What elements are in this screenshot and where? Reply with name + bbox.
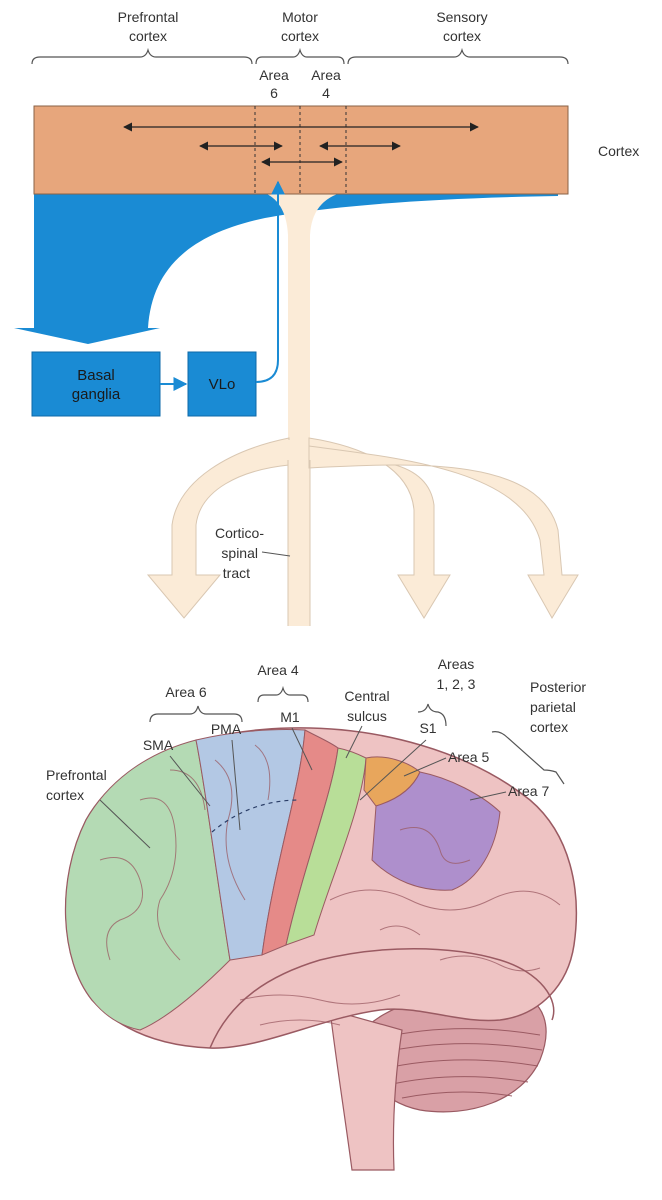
sensory-header-line2: cortex	[443, 28, 481, 44]
label-leader-lines	[99, 725, 507, 849]
corticospinal-tract	[146, 192, 579, 626]
areas123-label-line1: Areas	[438, 656, 475, 672]
motor-header-line1: Motor	[282, 9, 318, 25]
basal-ganglia-label-line1: Basal	[77, 367, 115, 384]
central-sulcus-label-line2: sulcus	[347, 708, 387, 724]
prefrontal-label-line1: Prefrontal	[46, 767, 107, 783]
central-sulcus-label-line1: Central	[344, 688, 389, 704]
areas123-label-line2: 1, 2, 3	[437, 676, 476, 692]
brain-area4-label: Area 4	[257, 662, 298, 678]
area4-label-line2: 4	[322, 85, 330, 101]
area6-label-line1: Area	[259, 67, 289, 83]
basal-ganglia-label-line2: ganglia	[72, 386, 121, 403]
vlo-label: VLo	[209, 376, 236, 393]
sensory-brace	[347, 47, 569, 65]
temporal-lobe	[209, 948, 555, 1049]
corticospinal-label-line3: tract	[223, 565, 250, 581]
area4-brace	[257, 685, 309, 703]
cortical-connection-arrows	[123, 122, 479, 167]
vlo-to-cortex-arrow	[255, 180, 285, 383]
brain-illustration	[64, 727, 577, 1171]
sensory-header-line1: Sensory	[436, 9, 487, 25]
area5-label: Area 5	[448, 749, 489, 765]
vlo-box	[187, 351, 257, 417]
basal-ganglia-pathway	[14, 192, 558, 344]
area6-label-line2: 6	[270, 85, 278, 101]
posterior-parietal-brace	[491, 731, 565, 785]
area4-label-line1: Area	[311, 67, 341, 83]
area7-label: Area 7	[508, 783, 549, 799]
motor-header-line2: cortex	[281, 28, 319, 44]
m1-label: M1	[280, 709, 300, 725]
brainstem	[329, 1009, 403, 1171]
prefrontal-brace	[31, 47, 253, 65]
corticospinal-leader	[261, 551, 291, 557]
pma-label: PMA	[211, 721, 242, 737]
basal-ganglia-box	[31, 351, 161, 417]
posterior-parietal-label-line2: parietal	[530, 699, 576, 715]
s1-region	[285, 747, 367, 946]
sma-label: SMA	[143, 737, 174, 753]
posterior-parietal-label-line1: Posterior	[530, 679, 586, 695]
prefrontal-label-line2: cortex	[46, 787, 84, 803]
area6-brace	[149, 705, 243, 723]
prefrontal-header-line2: cortex	[129, 28, 167, 44]
s1-label: S1	[419, 720, 436, 736]
sma-boundary	[211, 799, 301, 833]
areas123-brace	[417, 703, 447, 727]
brain-area6-label: Area 6	[165, 684, 206, 700]
cortex-label: Cortex	[598, 143, 639, 159]
posterior-parietal-label-line3: cortex	[530, 719, 568, 735]
prefrontal-header-line1: Prefrontal	[118, 9, 179, 25]
corticospinal-label-line1: Cortico-	[215, 525, 264, 541]
cortex-band	[33, 105, 569, 195]
corticospinal-label-line2: spinal	[221, 545, 258, 561]
motor-brace	[255, 47, 345, 65]
